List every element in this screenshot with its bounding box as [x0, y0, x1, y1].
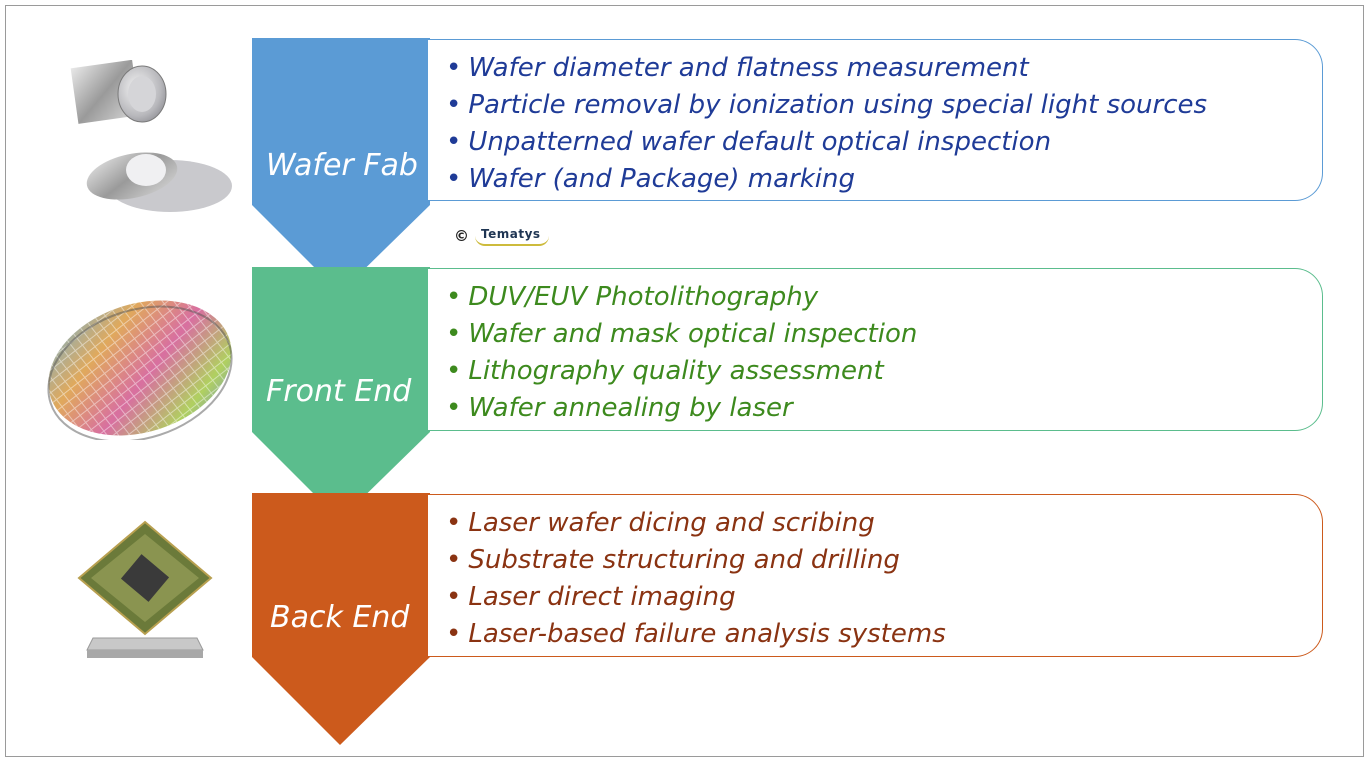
list-item: •Wafer annealing by laser — [446, 393, 793, 423]
list-item: •Wafer and mask optical inspection — [446, 319, 918, 349]
back-end-label: Back End — [270, 600, 410, 635]
patterned-wafer-image — [47, 300, 233, 440]
list-item: •Substrate structuring and drilling — [446, 545, 900, 575]
wafer-fab-chevron — [252, 38, 430, 293]
brand-logo: Tematys — [475, 226, 549, 246]
cpu-package-image — [77, 520, 213, 658]
wafer-ingot-image — [70, 60, 232, 212]
copyright-mark: © Tematys — [454, 224, 549, 248]
slide-frame — [5, 5, 1364, 757]
list-item: •DUV/EUV Photolithography — [446, 282, 819, 312]
wafer-fab-box: •Wafer diameter and flatness measurement… — [428, 39, 1323, 201]
list-item: •Laser-based failure analysis systems — [446, 619, 946, 649]
list-item: •Laser direct imaging — [446, 582, 736, 612]
list-item: •Lithography quality assessment — [446, 356, 884, 386]
front-end-box: •DUV/EUV Photolithography •Wafer and mas… — [428, 268, 1323, 431]
back-end-box: •Laser wafer dicing and scribing •Substr… — [428, 494, 1323, 657]
wafer-fab-label: Wafer Fab — [266, 148, 418, 183]
list-item: •Particle removal by ionization using sp… — [446, 90, 1208, 120]
list-item: •Wafer (and Package) marking — [446, 164, 856, 194]
list-item: •Laser wafer dicing and scribing — [446, 508, 875, 538]
front-end-chevron — [252, 267, 430, 520]
front-end-label: Front End — [266, 374, 412, 409]
list-item: •Wafer diameter and flatness measurement — [446, 53, 1029, 83]
copyright-symbol: © — [454, 227, 469, 245]
back-end-chevron — [252, 493, 430, 745]
list-item: •Unpatterned wafer default optical inspe… — [446, 127, 1052, 157]
